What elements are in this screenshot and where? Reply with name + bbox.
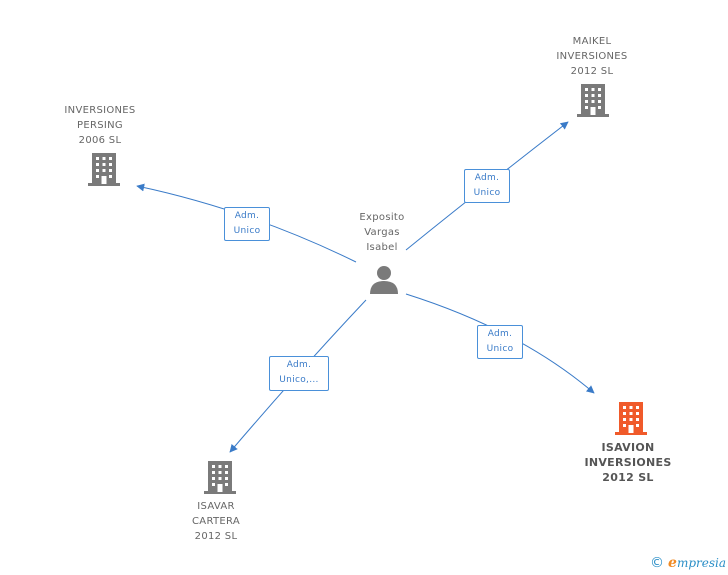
brand-logo: empresia [668,555,726,571]
building-icon[interactable] [88,153,120,186]
company-name-isavion[interactable]: ISAVION INVERSIONES 2012 SL [584,441,672,484]
company-name-maikel[interactable]: MAIKEL INVERSIONES 2012 SL [556,36,628,77]
building-icon[interactable] [577,84,609,117]
person-icon[interactable] [370,266,398,294]
role-box-isavar[interactable]: Adm. Unico,... [269,356,329,391]
company-name-persing[interactable]: INVERSIONES PERSING 2006 SL [64,105,136,146]
building-icon[interactable] [204,461,236,494]
role-box-persing[interactable]: Adm. Unico [224,207,270,241]
footer-branding: ©empresia [650,555,726,571]
building-icon[interactable] [615,402,647,435]
company-name-isavar[interactable]: ISAVAR CARTERA 2012 SL [192,501,240,542]
copyright-icon: © [650,555,665,571]
role-box-isavion[interactable]: Adm. Unico [477,325,523,359]
role-box-maikel[interactable]: Adm. Unico [464,169,510,203]
person-name[interactable]: Exposito Vargas Isabel [359,212,405,253]
